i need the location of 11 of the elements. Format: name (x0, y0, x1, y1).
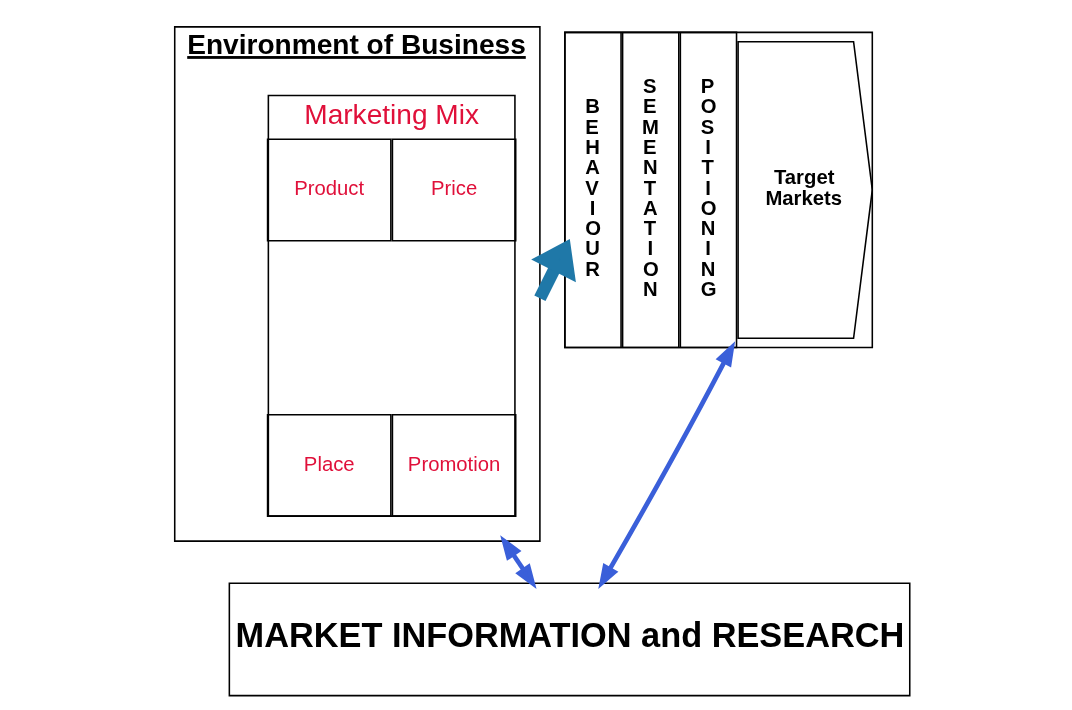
node-box: MARKET INFORMATION and RESEARCH (228, 582, 911, 697)
node-box: Place (266, 413, 392, 517)
arrow (500, 535, 537, 589)
arrow (598, 341, 736, 589)
node-box: SEMENTATION (621, 31, 680, 349)
node-box: Promotion (391, 413, 517, 517)
node-box: Price (391, 138, 517, 242)
node-box: BEHAVIOUR (564, 31, 622, 349)
arrow (531, 239, 576, 302)
node-box: Product (266, 138, 392, 242)
node-box: POSITIONING (679, 31, 738, 349)
